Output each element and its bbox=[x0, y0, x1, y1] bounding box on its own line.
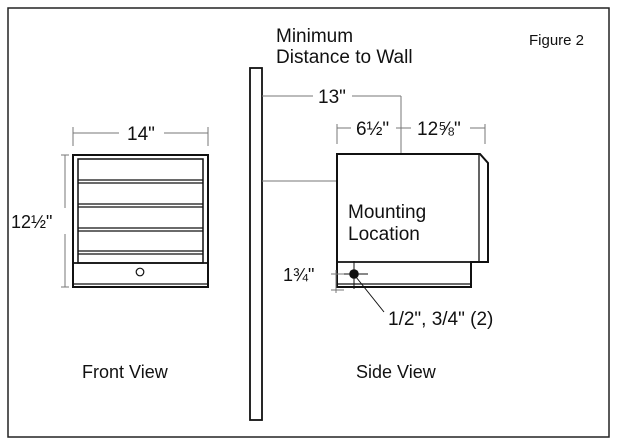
conduit-knockout bbox=[340, 261, 368, 289]
side-depth-dimension bbox=[336, 124, 486, 144]
front-view-louvers bbox=[78, 179, 203, 255]
wall-distance-label: 13" bbox=[318, 87, 346, 108]
front-width-dimension bbox=[72, 127, 209, 146]
front-view-label: Front View bbox=[82, 362, 169, 382]
mounting-line1: Mounting bbox=[348, 202, 426, 223]
bottom-offset-dimension bbox=[331, 270, 344, 293]
front-view-knob-icon bbox=[135, 267, 145, 277]
front-height-dimension bbox=[61, 154, 69, 288]
figure-border bbox=[7, 7, 610, 438]
conduit-leader-line bbox=[355, 276, 385, 313]
front-view-heater bbox=[72, 154, 209, 288]
bottom-offset-label: 1¾" bbox=[283, 265, 314, 285]
min-distance-line1: Minimum bbox=[276, 26, 353, 47]
side-view-heater bbox=[336, 153, 489, 288]
front-height-label: 12½" bbox=[11, 212, 52, 232]
knockout-hole-icon bbox=[349, 269, 359, 279]
mounting-line2: Location bbox=[348, 224, 420, 245]
figure-label: Figure 2 bbox=[529, 32, 584, 49]
front-width-label: 14" bbox=[127, 124, 155, 145]
side-view-label: Side View bbox=[356, 362, 437, 382]
min-distance-line2: Distance to Wall bbox=[276, 47, 413, 68]
mount-offset-label: 6½" bbox=[356, 119, 389, 140]
conduit-note: 1/2", 3/4" (2) bbox=[388, 309, 493, 330]
wall bbox=[249, 67, 263, 421]
side-depth-label: 12⅝" bbox=[417, 119, 461, 140]
front-view-grille bbox=[77, 158, 204, 264]
